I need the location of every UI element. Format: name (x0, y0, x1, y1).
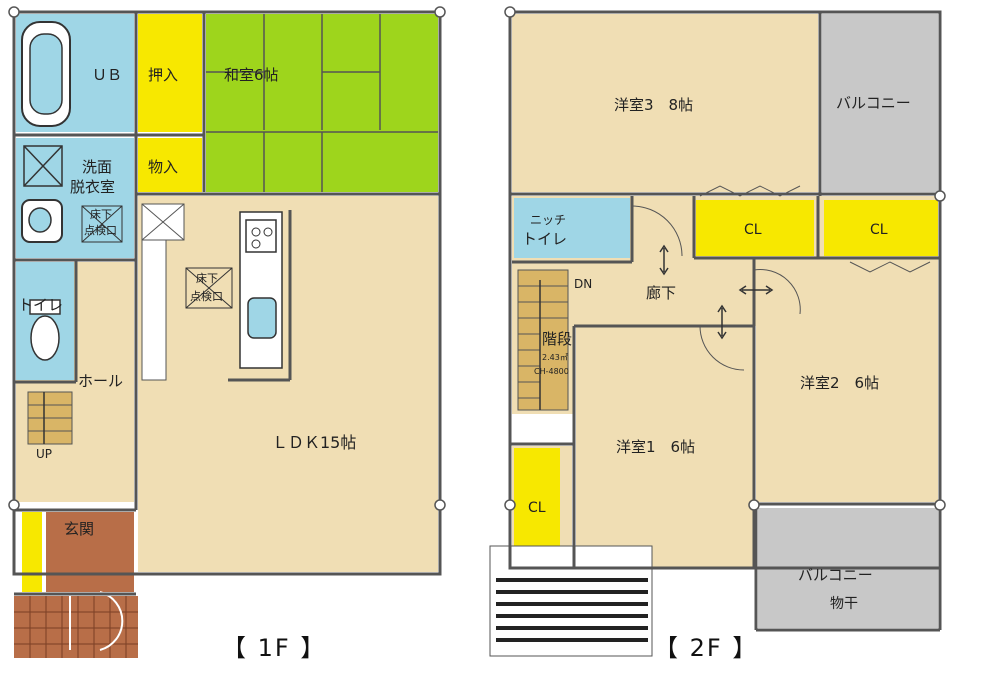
label-yoshitsu1: 洋室1 6帖 (616, 438, 695, 456)
label-balcony-top: バルコニー (836, 94, 911, 112)
label-hall: ホール (78, 372, 123, 390)
room-niche-toilet (514, 198, 630, 258)
label-stair-note-2: CH-4800 (534, 367, 569, 376)
arrow-marks-2f (659, 244, 774, 340)
room-genkan (46, 512, 134, 592)
label-niche-2: トイレ (522, 230, 567, 248)
floor-1f: ＵＢ 押入 和室6帖 物入 洗面 脱衣室 床下 点検口 床下 点検口 トイレ ホ… (8, 6, 446, 658)
floor-2f: 洋室3 8帖 バルコニー ニッチ トイレ CL CL DN 廊下 階段 2.43… (489, 6, 946, 657)
label-stair-note-1: 2.43㎡ (542, 353, 568, 362)
label-hatch-1b: 点検口 (84, 223, 117, 237)
label-hatch-2a: 床下 (196, 271, 218, 285)
floor-label-2f: 【 2F 】 (654, 634, 759, 662)
washer-space-icon (23, 145, 63, 187)
lower-roof (489, 545, 653, 657)
room-porch (14, 596, 138, 658)
room-cl-left-fill (514, 448, 560, 562)
label-balcony-bottom-1: バルコニー (798, 566, 873, 584)
room-yoshitsu3 (512, 14, 818, 192)
room-oshiire (138, 14, 202, 132)
label-dn: DN (574, 277, 592, 291)
kitchen-sink-icon (247, 297, 277, 339)
label-senmen-2: 脱衣室 (70, 178, 115, 196)
porch-tiles (14, 596, 138, 658)
entrance-door-swing (69, 591, 124, 651)
label-cl-center: CL (744, 222, 762, 238)
room-cl-right (824, 200, 938, 256)
label-roka: 廊下 (646, 284, 676, 302)
underfloor-hatch-1-icon (81, 205, 123, 243)
stove-icon (245, 219, 277, 253)
floor-label-1f: 【 1F 】 (222, 634, 327, 662)
label-cl-right: CL (870, 222, 888, 238)
label-monoire: 物入 (148, 158, 178, 176)
label-oshiire: 押入 (148, 66, 178, 84)
room-yoshitsu1 (576, 326, 754, 568)
room-ldk (138, 196, 438, 572)
label-cl-left: CL (528, 500, 546, 516)
tatami-lines (206, 14, 438, 192)
label-balcony-bottom-2: 物干 (830, 596, 858, 612)
label-ldk: ＬＤＫ15帖 (272, 433, 356, 452)
walls-2f (508, 10, 942, 632)
label-genkan: 玄関 (64, 520, 94, 538)
label-washitsu: 和室6帖 (224, 66, 279, 84)
underfloor-hatch-2-icon (185, 267, 233, 309)
toilet-icon (29, 299, 61, 361)
room-yoshitsu2 (756, 262, 938, 502)
room-genkan-closet (22, 512, 42, 592)
label-yoshitsu2: 洋室2 6帖 (800, 374, 879, 392)
label-up: UP (36, 447, 52, 461)
room-balcony-top (822, 14, 938, 192)
room-cl-center (696, 200, 814, 256)
label-hatch-1a: 床下 (90, 207, 112, 221)
room-hall-lower (512, 414, 574, 444)
label-senmen-1: 洗面 (82, 158, 112, 176)
label-yoshitsu3: 洋室3 8帖 (614, 96, 693, 114)
roof-hatch (496, 578, 648, 642)
room-monoire (138, 138, 202, 192)
column-markers-2f (504, 6, 946, 511)
stairs-2f (517, 269, 569, 411)
stairs-1f (27, 391, 73, 445)
walls-1f (12, 10, 442, 596)
column-markers-1f (8, 6, 446, 511)
label-niche-1: ニッチ (530, 213, 566, 227)
label-toilet-1f: トイレ (18, 296, 63, 314)
label-hatch-2b: 点検口 (190, 289, 223, 303)
label-kaidan: 階段 (542, 330, 572, 348)
stairwell-void (141, 203, 185, 381)
label-ub: ＵＢ (92, 66, 122, 84)
